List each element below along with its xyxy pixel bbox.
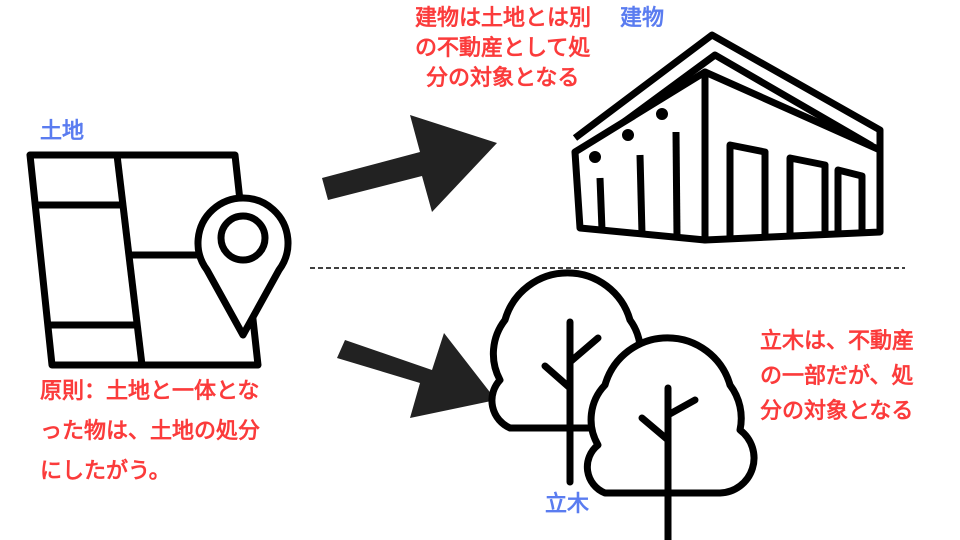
principle-note-line: った物は、土地の処分 — [40, 419, 261, 444]
location-pin-icon — [194, 194, 292, 339]
principle-note-line: にしたがう。 — [40, 459, 171, 484]
standing-tree-note: 立木は、不動産 の一部だが、処 分の対象となる — [760, 324, 914, 429]
tree-front-icon — [583, 334, 758, 540]
building-note-line: 分の対象となる — [426, 66, 580, 91]
building-note: 建物は土地とは別 の不動産として処 分の対象となる — [415, 4, 591, 94]
standing-tree-note-line: 分の対象となる — [760, 399, 914, 424]
building-note-line: の不動産として処 — [415, 36, 591, 61]
land-label: 土地 — [40, 119, 85, 144]
principle-note-line: 原則：土地と一体とな — [40, 379, 260, 404]
arrow-to-building-icon — [322, 115, 497, 212]
building-label: 建物 — [620, 6, 665, 31]
standing-tree-note-line: の一部だが、処 — [760, 364, 914, 389]
building-icon — [571, 31, 884, 244]
standing-tree-label: 立木 — [545, 492, 590, 517]
arrow-to-tree-icon — [337, 333, 496, 418]
principle-note: 原則：土地と一体とな った物は、土地の処分 にしたがう。 — [40, 372, 260, 492]
building-note-line: 建物は土地とは別 — [415, 6, 592, 31]
standing-tree-note-line: 立木は、不動産 — [760, 329, 915, 354]
